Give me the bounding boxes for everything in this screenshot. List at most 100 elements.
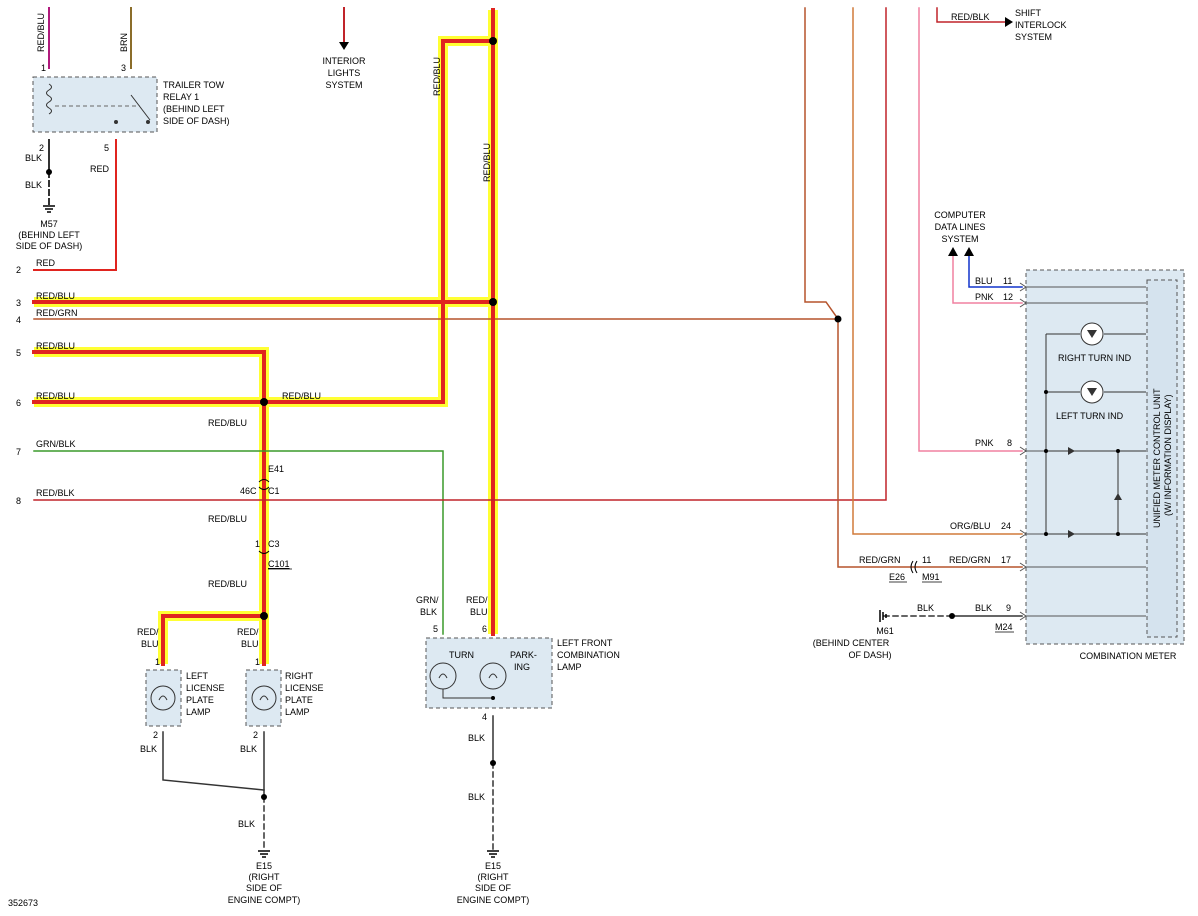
lamp-body <box>425 637 553 709</box>
row8-wire <box>33 7 887 501</box>
relay-wire-label: BRN <box>119 33 129 52</box>
lamp-pin: 2 <box>253 730 258 740</box>
row-wire-label: GRN/BLK <box>36 439 76 449</box>
left-lamp-ground-wire <box>162 731 265 791</box>
ground-icon <box>487 850 499 858</box>
row-number: 5 <box>16 348 21 358</box>
lamp-wire-label: RED/ <box>466 595 488 605</box>
relay-pin: 3 <box>121 63 126 73</box>
relay-title-line: SIDE OF DASH) <box>163 116 230 126</box>
arrow-up-icon <box>964 247 974 256</box>
wire-label: RED/BLU <box>208 579 247 589</box>
connector-pin: 11 <box>922 555 931 565</box>
bulb-filament-icon <box>259 695 269 701</box>
ground-label: ENGINE COMPT) <box>228 895 301 905</box>
row-number: 2 <box>16 265 21 275</box>
left-front-combination-lamp: GRN/ BLK RED/ BLU 5 6 TURN PARK- ING LEF… <box>416 595 620 905</box>
bulb-filament-icon <box>488 673 498 679</box>
relay-title-line: (BEHIND LEFT <box>163 104 225 114</box>
connector-label: E41 <box>268 464 284 474</box>
meter-control-unit <box>1146 279 1178 638</box>
shift-interlock: RED/BLK SHIFT INTERLOCK SYSTEM <box>951 8 1067 42</box>
ground-wire-label: BLK <box>238 819 255 829</box>
meter-wire-label: RED/GRN <box>949 555 991 565</box>
vertical-wire-label: RED/BLU <box>482 143 492 182</box>
license-ground: BLK E15 (RIGHT SIDE OF ENGINE COMPT) <box>228 819 301 905</box>
m61-ground: BLK M61 (BEHIND CENTER OF DASH) <box>813 603 934 660</box>
connector-label: C101 <box>268 559 290 569</box>
ground-label: M61 <box>876 626 894 636</box>
led-diode-icon <box>1087 330 1097 338</box>
meter-wire-label: PNK <box>975 292 994 302</box>
lamp-pin: 2 <box>153 730 158 740</box>
row-number: 8 <box>16 496 21 506</box>
wire-label: RED/BLK <box>951 12 990 22</box>
junction-dot <box>1044 390 1048 394</box>
row-number: 4 <box>16 315 21 325</box>
junction-dot <box>1116 532 1120 536</box>
wire-layer <box>32 7 1023 851</box>
junction-dot <box>1044 449 1048 453</box>
row-number: 6 <box>16 398 21 408</box>
lamp-wire-label: BLK <box>468 792 485 802</box>
junction-dot <box>834 315 842 323</box>
row-labels: 2 RED 3 RED/BLU 4 RED/GRN 5 RED/BLU 6 RE… <box>16 258 78 506</box>
pnk12-wire <box>952 254 1023 304</box>
lamp-pin: 1 <box>155 657 160 667</box>
connector-label: M24 <box>995 622 1013 632</box>
left-lamp-wire <box>161 614 266 666</box>
relay-pin: 1 <box>41 63 46 73</box>
connector-label: C1 <box>268 486 280 496</box>
relay-switch-icon <box>130 94 151 121</box>
row-number: 3 <box>16 298 21 308</box>
ground-label: (RIGHT <box>478 872 509 882</box>
row-wire-label: RED/GRN <box>36 308 78 318</box>
connector-label: M91 <box>922 572 940 582</box>
bulb-filament-icon <box>438 673 448 679</box>
meter-wire-label: ORG/BLU <box>950 521 991 531</box>
data-lines-label: DATA LINES <box>935 222 986 232</box>
redgrn-to-meter-wire <box>837 318 1023 568</box>
parking-label: PARK- <box>510 650 537 660</box>
lamp-wire-label: BLK <box>140 744 157 754</box>
meter-name: COMBINATION METER <box>1080 651 1177 661</box>
lamp-pin: 4 <box>482 712 487 722</box>
orgblu-wire <box>852 7 1023 535</box>
junction-dots <box>46 37 955 800</box>
indicator-label: LEFT TURN IND <box>1056 411 1124 421</box>
upper-redgrn-wire <box>804 7 840 321</box>
relay-body <box>32 76 158 133</box>
junction-dot <box>1116 449 1120 453</box>
lamp-name: LAMP <box>186 707 211 717</box>
trailer-tow-relay: RED/BLU BRN 1 3 TRAILER TOW RELAY 1 (BEH… <box>16 13 230 251</box>
relay-coil-icon <box>46 83 52 115</box>
row5-wire <box>32 350 266 618</box>
indicator-circuit <box>1045 333 1146 535</box>
relay-title-line: TRAILER TOW <box>163 80 225 90</box>
shift-interlock-wire <box>936 7 1008 23</box>
ground-label: (BEHIND CENTER <box>813 638 890 648</box>
lamp-name: COMBINATION <box>557 650 620 660</box>
junction-dot <box>260 398 268 406</box>
ground-label: (RIGHT <box>249 872 280 882</box>
wire-label: RED/GRN <box>859 555 901 565</box>
meter-pin-lines <box>1019 282 1146 621</box>
ground-icon <box>879 610 887 622</box>
wire-label: RED/BLU <box>208 418 247 428</box>
indicator-label: RIGHT TURN IND <box>1058 353 1132 363</box>
shift-interlock-label: INTERLOCK <box>1015 20 1067 30</box>
ground-label: M57 <box>40 219 58 229</box>
relay-pin: 5 <box>104 143 109 153</box>
relay-pin: 2 <box>39 143 44 153</box>
junction-dot <box>260 612 268 620</box>
junction-dot <box>46 169 52 175</box>
relay-wire-label: BLK <box>25 180 42 190</box>
meter-pin: 11 <box>1003 276 1012 286</box>
shift-interlock-label: SYSTEM <box>1015 32 1052 42</box>
row-wire-label: RED/BLU <box>36 391 75 401</box>
meter-pin: 9 <box>1006 603 1011 613</box>
wire-label: BLK <box>917 603 934 613</box>
blu11-wire <box>968 254 1023 288</box>
lamp-name: PLATE <box>186 695 214 705</box>
